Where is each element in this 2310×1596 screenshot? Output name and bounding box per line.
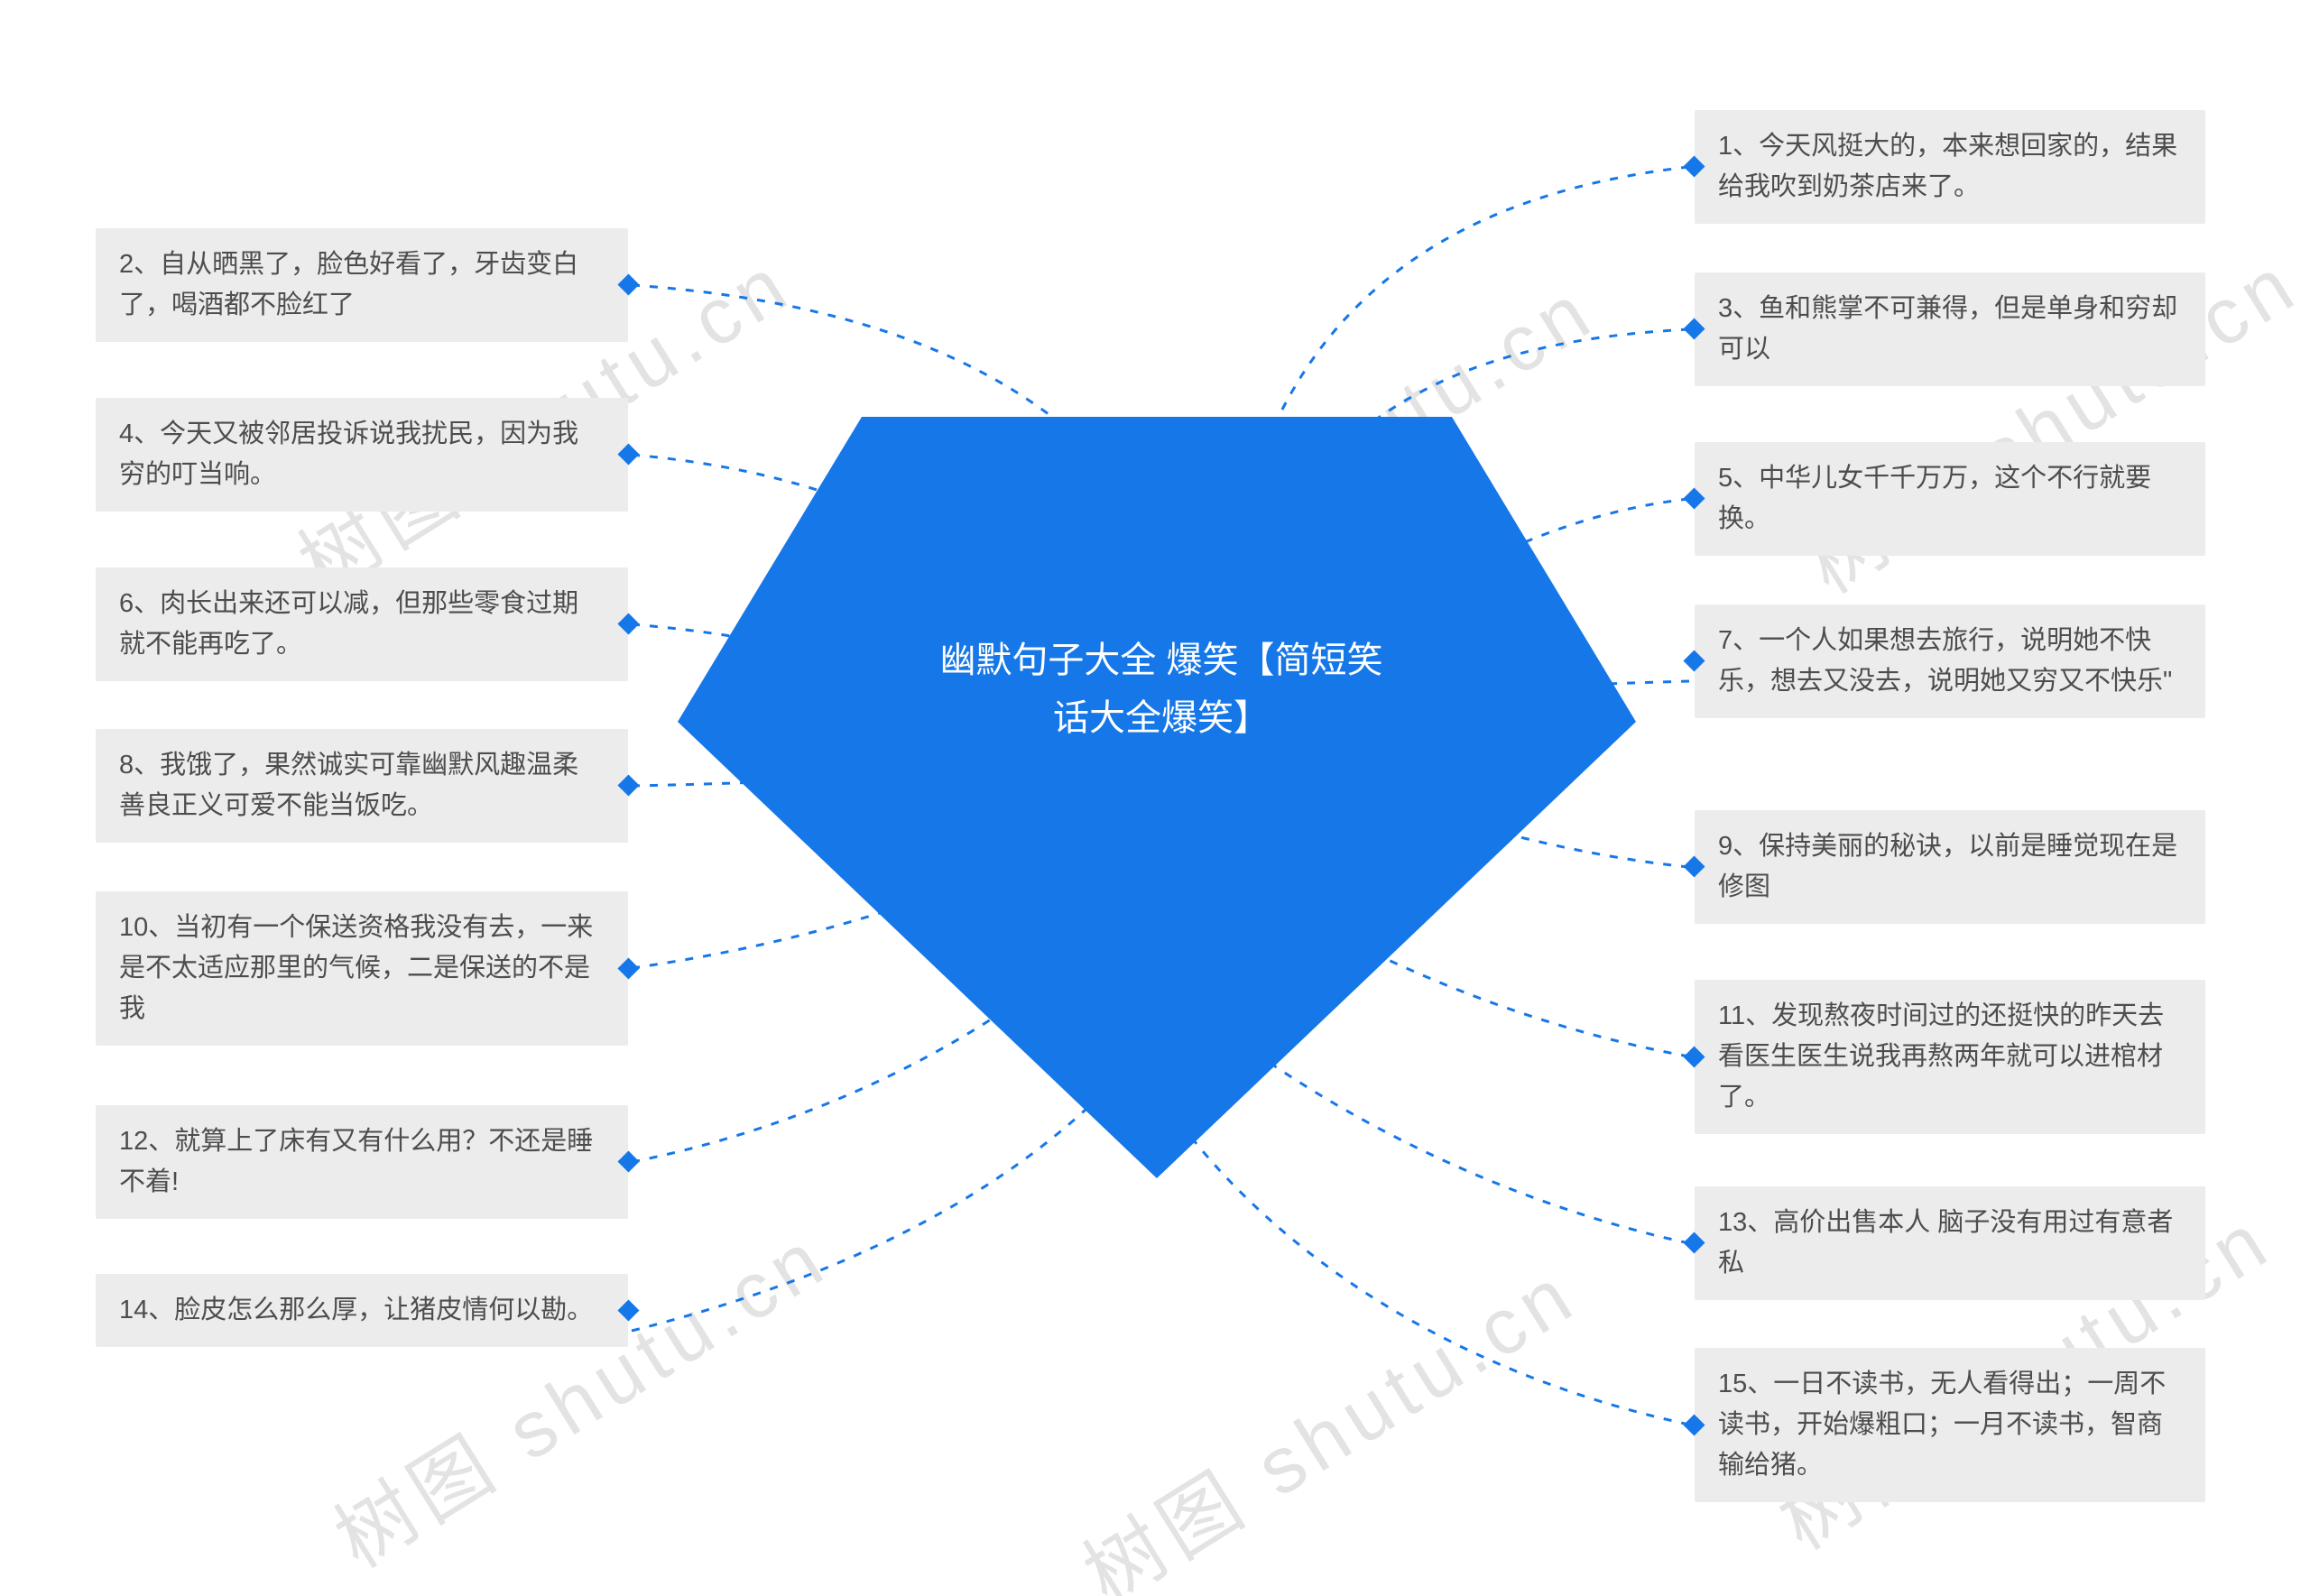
connector-line: [1316, 328, 1690, 471]
connector-line: [1261, 165, 1690, 452]
joke-node-9[interactable]: 9、保持美丽的秘诀，以前是睡觉现在是修图: [1683, 810, 2205, 924]
joke-node-text: 8、我饿了，果然诚实可靠幽默风趣温柔善良正义可爱不能当饭吃。: [119, 751, 579, 820]
joke-node-11[interactable]: 11、发现熬夜时间过的还挺快的昨天去看医生医生说我再熬两年就可以进棺材了。: [1683, 980, 2205, 1134]
joke-node-15[interactable]: 15、一日不读书，无人看得出；一周不读书，开始爆粗口；一月不读书，智商输给猪。: [1683, 1348, 2205, 1502]
connector-line: [1371, 792, 1690, 869]
center-topic-title: 幽默句子大全 爆笑【简短笑话大全爆笑】: [939, 641, 1383, 738]
joke-node-text: 12、就算上了床有又有什么用？不还是睡不着!: [119, 1127, 594, 1196]
joke-node-text: 10、当初有一个保送资格我没有去，一来是不太适应那里的气候，二是保送的不是我: [119, 913, 594, 1023]
connector-line: [631, 1046, 1148, 1333]
joke-node-text: 9、保持美丽的秘诀，以前是睡觉现在是修图: [1718, 832, 2178, 901]
connector-line: [1199, 1009, 1690, 1245]
connector-line: [1162, 1100, 1690, 1426]
joke-node-text: 11、发现熬夜时间过的还挺快的昨天去看医生医生说我再熬两年就可以进棺材了。: [1718, 1001, 2165, 1112]
center-topic-shape[interactable]: [678, 417, 1636, 1178]
joke-node-text: 3、鱼和熊掌不可兼得，但是单身和穷却可以: [1718, 294, 2178, 364]
joke-node-text: 5、中华儿女千千万万，这个不行就要换。: [1718, 464, 2152, 533]
joke-node-text: 15、一日不读书，无人看得出；一周不读书，开始爆粗口；一月不读书，智商输给猪。: [1718, 1370, 2167, 1480]
joke-node-1[interactable]: 1、今天风挺大的，本来想回家的，结果给我吹到奶茶店来了。: [1683, 110, 2205, 224]
joke-node-10[interactable]: 10、当初有一个保送资格我没有去，一来是不太适应那里的气候，二是保送的不是我: [96, 891, 640, 1046]
joke-node-4[interactable]: 4、今天又被邻居投诉说我扰民，因为我穷的叮当响。: [96, 398, 640, 512]
joke-node-text: 6、肉长出来还可以减，但那些零食过期就不能再吃了。: [119, 589, 579, 659]
joke-node-13[interactable]: 13、高价出售本人 脑子没有用过有意者私: [1683, 1186, 2205, 1300]
joke-node-text: 1、今天风挺大的，本来想回家的，结果给我吹到奶茶店来了。: [1718, 132, 2178, 201]
joke-node-2[interactable]: 2、自从晒黑了，脸色好看了，牙齿变白了，喝酒都不脸红了: [96, 228, 640, 342]
joke-node-14[interactable]: 14、脸皮怎么那么厚，让猪皮情何以勘。: [96, 1274, 640, 1347]
joke-node-text: 2、自从晒黑了，脸色好看了，牙齿变白了，喝酒都不脸红了: [119, 250, 579, 319]
joke-node-8[interactable]: 8、我饿了，果然诚实可靠幽默风趣温柔善良正义可爱不能当饭吃。: [96, 729, 640, 843]
joke-node-5[interactable]: 5、中华儿女千千万万，这个不行就要换。: [1683, 442, 2205, 556]
joke-node-7[interactable]: 7、一个人如果想去旅行，说明她不快乐，想去又没去，说明她又穷又不快乐": [1683, 604, 2205, 718]
joke-node-text: 13、高价出售本人 脑子没有用过有意者私: [1718, 1208, 2174, 1278]
joke-node-text: 4、今天又被邻居投诉说我扰民，因为我穷的叮当响。: [119, 420, 579, 489]
joke-node-12[interactable]: 12、就算上了床有又有什么用？不还是睡不着!: [96, 1105, 640, 1219]
joke-node-text: 14、脸皮怎么那么厚，让猪皮情何以勘。: [119, 1296, 594, 1324]
joke-node-text: 7、一个人如果想去旅行，说明她不快乐，想去又没去，说明她又穷又不快乐": [1718, 626, 2173, 696]
joke-node-6[interactable]: 6、肉长出来还可以减，但那些零食过期就不能再吃了。: [96, 567, 640, 681]
joke-node-3[interactable]: 3、鱼和熊掌不可兼得，但是单身和穷却可以: [1683, 272, 2205, 386]
